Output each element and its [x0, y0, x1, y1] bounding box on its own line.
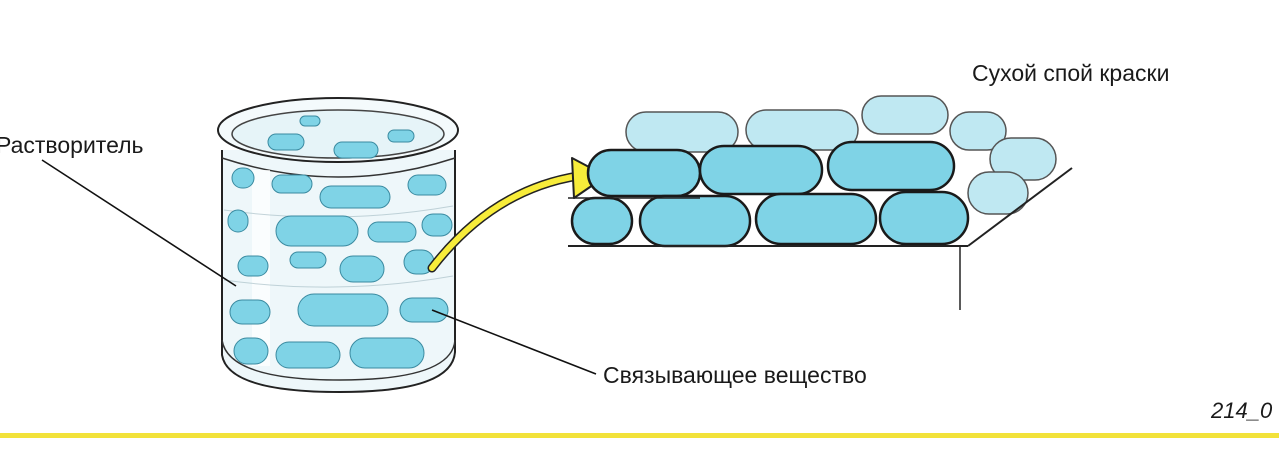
dry-paint-layer	[568, 95, 1073, 310]
bottom-particle	[754, 192, 878, 246]
can-particle	[271, 174, 313, 194]
can-particle	[421, 213, 453, 237]
back-particle	[967, 171, 1029, 215]
can-body	[221, 150, 456, 394]
surface-particle	[387, 129, 415, 143]
top-particle	[586, 148, 702, 198]
layer-baseline-back	[967, 167, 1073, 247]
can-particle	[229, 299, 271, 325]
back-particle	[949, 111, 1007, 151]
can-shoulder	[221, 157, 456, 178]
surface-particle	[333, 141, 379, 159]
paint-can	[217, 97, 459, 394]
surface-particle	[299, 115, 321, 127]
can-particle	[339, 255, 385, 283]
can-particle	[275, 215, 359, 247]
can-particle	[233, 337, 269, 365]
can-particle	[407, 174, 447, 196]
can-particle	[297, 293, 389, 327]
surface-particle	[267, 133, 305, 151]
can-particle	[231, 167, 255, 189]
binder-label: Связывающее вещество	[603, 362, 867, 388]
top-particle	[698, 144, 824, 196]
back-particle	[861, 95, 949, 135]
can-particle	[275, 341, 341, 369]
bottom-rule	[0, 433, 1279, 438]
leader-line-solvent	[41, 159, 237, 287]
bottom-particle	[638, 194, 752, 248]
solvent-label: Растворитель	[0, 132, 144, 158]
can-particle	[237, 255, 269, 277]
top-particle	[826, 140, 956, 192]
figure-id-label: 214_0	[1211, 398, 1273, 423]
can-particle	[367, 221, 417, 243]
bottom-particle	[878, 190, 970, 246]
can-liquid-line	[223, 275, 454, 288]
can-particle	[227, 209, 249, 233]
can-particle	[399, 297, 449, 323]
bottom-particle	[570, 196, 634, 246]
can-particle	[289, 251, 327, 269]
dry-paint-layer-label: Сухой спой краски	[972, 60, 1170, 86]
can-particle	[349, 337, 425, 369]
can-particle	[319, 185, 391, 209]
can-bottom-band	[221, 339, 456, 381]
leader-line-binder	[431, 309, 597, 375]
